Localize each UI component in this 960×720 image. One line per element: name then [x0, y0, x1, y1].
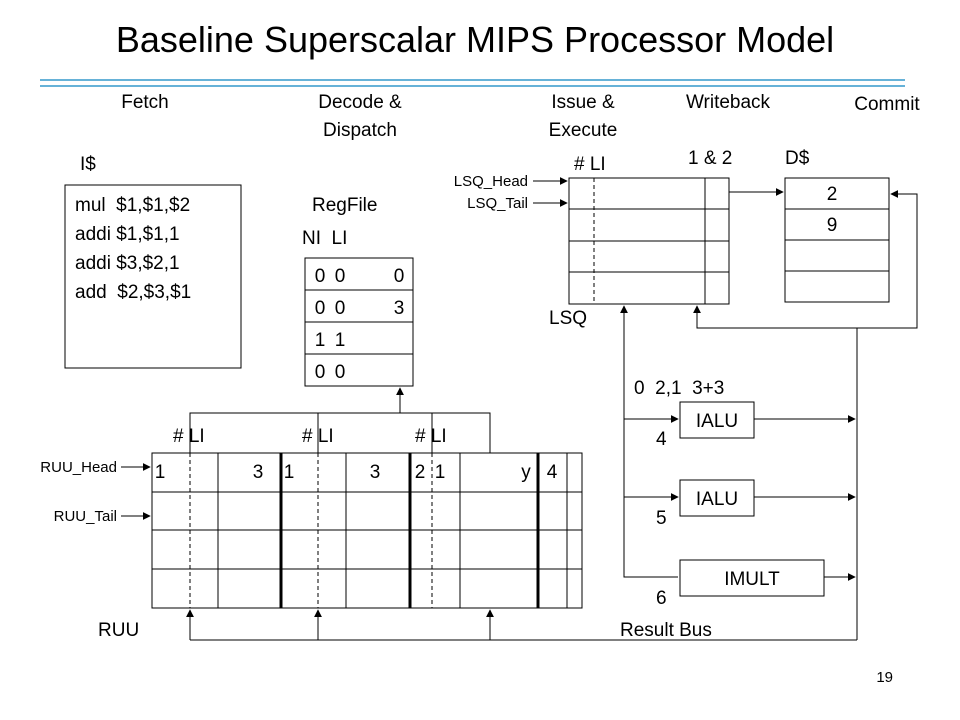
lsq-head-label: LSQ_Head: [454, 173, 528, 190]
ialu-2-label: IALU: [696, 489, 738, 510]
ruu-cell: y: [521, 462, 531, 483]
ruu-tail-label: RUU_Tail: [54, 508, 117, 525]
unit-latency-5: 5: [656, 508, 667, 529]
instruction-1: mul $1,$1,$2: [75, 195, 190, 216]
stage-fetch: Fetch: [121, 92, 169, 113]
ruu-cell: 1: [435, 462, 446, 483]
stage-decode-line1: Decode &: [318, 92, 402, 113]
instruction-4: add $2,$3,$1: [75, 282, 191, 303]
ruu-head-row: 1 3 1 3 2 1 y 4: [155, 462, 558, 483]
ruu-cell: 3: [370, 462, 381, 483]
unit-ops-label: 0 2,1 3+3: [634, 378, 724, 399]
ruu-cell: 1: [155, 462, 166, 483]
regfile-label: RegFile: [312, 195, 377, 216]
regfile-cell-ni: 0: [315, 362, 326, 383]
regfile-cell-ni: 1: [315, 330, 326, 351]
lsq-li-label: # LI: [574, 154, 606, 175]
writeback-ports-label: 1 & 2: [688, 148, 732, 169]
ruu-cell: 2: [415, 462, 426, 483]
ruu-li-label-1: # LI: [173, 426, 205, 447]
commit-to-dcache-bottom: [693, 305, 857, 329]
imult-box: [679, 559, 825, 597]
dcache-value-2: 9: [827, 215, 838, 236]
instruction-2: addi $1,$1,1: [75, 224, 180, 245]
stage-issue-line1: Issue &: [551, 92, 615, 113]
regfile-cell-li: 0: [335, 298, 346, 319]
dcache-label: D$: [785, 148, 810, 169]
icache-label: I$: [80, 154, 96, 175]
dcache-value-1: 2: [827, 184, 838, 205]
ruu-label: RUU: [98, 620, 139, 641]
unit-latency-6: 6: [656, 588, 667, 609]
lsq-tail-label: LSQ_Tail: [467, 195, 528, 212]
regfile-cell-li: 1: [335, 330, 346, 351]
regfile-rows: 0 0 0 0 0 3 1 1 0 0: [315, 266, 405, 383]
slide-title: Baseline Superscalar MIPS Processor Mode…: [116, 19, 834, 60]
lsq-label: LSQ: [549, 308, 587, 329]
ruu-head-label: RUU_Head: [40, 459, 117, 476]
commit-feedback-to-dcache: [856, 190, 918, 640]
ruu-to-regfile-bus: [189, 412, 491, 453]
instruction-3: addi $3,$2,1: [75, 253, 180, 274]
stage-writeback: Writeback: [686, 92, 771, 113]
stage-commit: Commit: [854, 94, 920, 115]
ialu-1-box: [679, 401, 755, 439]
regfile-cell-li: 0: [335, 362, 346, 383]
ialu-1-label: IALU: [696, 411, 738, 432]
ialu-2-box: [679, 479, 755, 517]
ruu-cell: 3: [253, 462, 264, 483]
regfile-cell-li: 0: [335, 266, 346, 287]
stage-decode-line2: Dispatch: [323, 120, 397, 141]
ruu-cell: 4: [547, 462, 558, 483]
regfile-cell-val: 0: [394, 266, 405, 287]
stage-issue-line2: Execute: [549, 120, 618, 141]
regfile-header: NI LI: [302, 228, 347, 249]
result-bus-label: Result Bus: [620, 620, 712, 641]
imult-label: IMULT: [724, 569, 780, 590]
regfile-cell-ni: 0: [315, 266, 326, 287]
issue-bus: [623, 306, 678, 578]
ruu-li-label-3: # LI: [415, 426, 447, 447]
regfile-cell-ni: 0: [315, 298, 326, 319]
ruu-cell: 1: [284, 462, 295, 483]
icache-box: [64, 184, 242, 369]
page-number: 19: [876, 669, 893, 686]
regfile-cell-val: 3: [394, 298, 405, 319]
unit-latency-4: 4: [656, 429, 667, 450]
